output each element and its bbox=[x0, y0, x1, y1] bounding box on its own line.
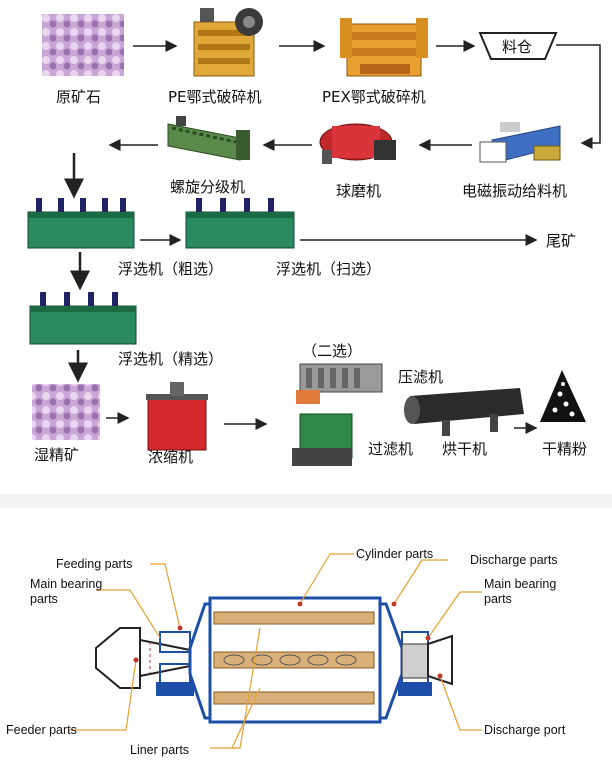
feeder-body bbox=[95, 627, 191, 689]
left-endcap bbox=[188, 602, 212, 720]
dryer-label: 烘干机 bbox=[442, 440, 487, 458]
ball-mill-diagram: Feeding parts Main bearing parts Feeder … bbox=[6, 547, 566, 757]
rough-flotation-label: 浮选机（粗选） bbox=[118, 260, 223, 278]
wet-concentrate-image bbox=[32, 384, 100, 440]
liner-top bbox=[213, 611, 375, 625]
label-cylinder-parts: Cylinder parts bbox=[356, 547, 433, 561]
rough-flotation-image bbox=[27, 198, 135, 249]
silo-label: 料仓 bbox=[502, 38, 532, 56]
scavenging-flotation-label: 浮选机（扫选） bbox=[276, 260, 381, 278]
liner-middle bbox=[213, 651, 375, 669]
discharge-trommel bbox=[427, 634, 453, 686]
ball-mill-diagram-panel: Feeding parts Main bearing parts Feeder … bbox=[0, 508, 612, 760]
flowchart-canvas: 原矿石 PE鄂式破碎机 PEX鄂式破碎机 料仓 电磁振动给料机 球磨机 bbox=[27, 8, 601, 466]
silo-shape bbox=[478, 32, 558, 60]
grinding-media bbox=[223, 654, 357, 666]
feeder-label: 电磁振动给料机 bbox=[462, 182, 567, 200]
scavenging-flotation-image bbox=[185, 198, 295, 249]
right-endcap bbox=[378, 602, 404, 720]
label-feeding-parts: Feeding parts bbox=[56, 557, 132, 571]
leader-lines bbox=[68, 553, 482, 749]
leader-markers bbox=[133, 601, 443, 679]
second-selection-label: （二选） bbox=[302, 342, 362, 360]
left-bearing bbox=[156, 631, 194, 696]
dry-concentrate-label: 干精粉 bbox=[542, 440, 587, 458]
wet-concentrate-label: 湿精矿 bbox=[34, 446, 79, 464]
pex-crusher-image bbox=[340, 18, 428, 77]
label-discharge-port: Discharge port bbox=[484, 723, 566, 737]
raw-ore-label: 原矿石 bbox=[56, 88, 101, 106]
label-main-bearing-right-2: parts bbox=[484, 592, 512, 606]
label-feeder-parts: Feeder parts bbox=[6, 723, 77, 737]
ball-mill-image bbox=[319, 123, 396, 164]
filter-press-label: 压滤机 bbox=[398, 368, 443, 386]
flowchart-panel: 原矿石 PE鄂式破碎机 PEX鄂式破碎机 料仓 电磁振动给料机 球磨机 bbox=[0, 0, 612, 494]
raw-ore-image bbox=[42, 14, 124, 76]
label-main-bearing-left-2: parts bbox=[30, 592, 58, 606]
filter-image bbox=[292, 413, 353, 466]
pe-crusher-label: PE鄂式破碎机 bbox=[168, 88, 262, 106]
dryer-image bbox=[404, 388, 524, 436]
feeder-image bbox=[479, 122, 561, 163]
classifier-image bbox=[167, 116, 250, 161]
pex-crusher-label: PEX鄂式破碎机 bbox=[322, 88, 426, 106]
ball-mill-label: 球磨机 bbox=[336, 182, 381, 200]
fine-flotation-image bbox=[29, 292, 137, 345]
discharge-screen bbox=[401, 643, 429, 679]
fine-flotation-label: 浮选机（精选） bbox=[118, 350, 223, 368]
thickener-image bbox=[146, 382, 208, 451]
label-main-bearing-left-1: Main bearing bbox=[30, 577, 102, 591]
liner-bottom bbox=[213, 691, 375, 705]
label-liner-parts: Liner parts bbox=[130, 743, 189, 757]
filter-label: 过滤机 bbox=[368, 440, 413, 458]
arrow-silo-to-feeder bbox=[556, 44, 601, 149]
label-discharge-parts: Discharge parts bbox=[470, 553, 558, 567]
thickener-label: 浓缩机 bbox=[148, 448, 193, 466]
dry-concentrate-image bbox=[540, 370, 586, 422]
pe-crusher-image bbox=[193, 8, 263, 77]
classifier-label: 螺旋分级机 bbox=[170, 178, 245, 196]
filter-press-image bbox=[296, 363, 383, 404]
label-main-bearing-right-1: Main bearing bbox=[484, 577, 556, 591]
tailings-label: 尾矿 bbox=[546, 232, 576, 250]
